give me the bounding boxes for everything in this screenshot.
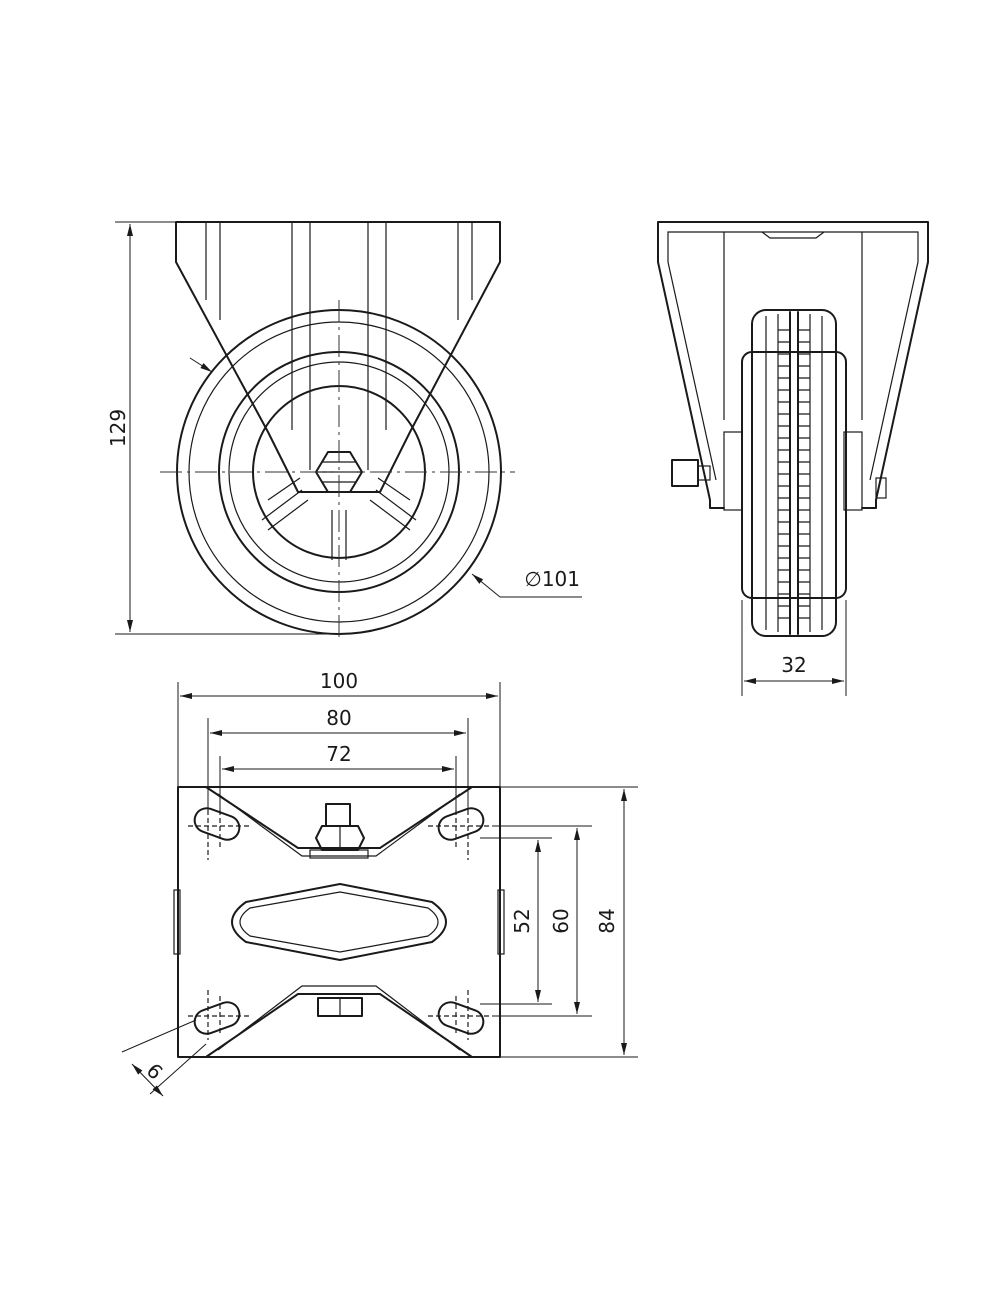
hole-top-left	[193, 807, 241, 841]
fork-center-ribs	[309, 222, 369, 470]
hole-bottom-left	[193, 1001, 241, 1035]
side-wheel-tire	[751, 309, 837, 637]
side-wheel-hub	[741, 351, 847, 599]
fork-bend-top	[205, 786, 473, 849]
hole-spacing-v-outer-label: 60	[549, 908, 573, 933]
wheel-width-label: 32	[781, 653, 806, 677]
plate-width-label: 100	[320, 669, 358, 693]
side-view	[657, 221, 929, 637]
plate-bolt-end	[325, 803, 351, 827]
fork-fold-lines	[205, 222, 473, 300]
side-bolt-head	[671, 459, 699, 487]
hole-bottom-right	[437, 1001, 485, 1035]
plate-length-label: 84	[595, 908, 619, 933]
dim-hole-spacing-outer: 80	[207, 706, 469, 810]
dim-hole-spacing-v-outer: 60	[492, 825, 592, 1017]
side-spacer-right	[843, 431, 863, 511]
spokes	[261, 477, 417, 560]
side-nut	[875, 477, 887, 499]
hole-spacing-inner-label: 72	[326, 742, 351, 766]
side-spacer-left	[723, 431, 743, 511]
dim-hole-spacing-v-inner: 52	[480, 837, 552, 1005]
center-slot	[231, 883, 447, 961]
fork-bend-bottom	[205, 993, 473, 1058]
height-label: 129	[106, 409, 130, 447]
hole-size-label: 9	[142, 1058, 168, 1084]
side-tread-left	[778, 329, 790, 619]
leader-arrow-left	[189, 357, 213, 373]
plate-view	[173, 786, 505, 1058]
dim-hole-spacing-inner: 72	[219, 742, 457, 810]
front-view	[160, 221, 515, 640]
side-top-plate	[657, 221, 929, 263]
hole-spacing-outer-label: 80	[326, 706, 351, 730]
side-tread-right	[798, 329, 810, 619]
side-fork-leg-left	[657, 261, 725, 509]
hole-spacing-v-inner-label: 52	[510, 908, 534, 933]
dim-plate-length: 84	[500, 786, 638, 1058]
dim-plate-width: 100	[177, 669, 501, 787]
dim-height: 129	[106, 221, 339, 635]
mounting-holes	[193, 807, 485, 1035]
fork-body	[175, 221, 501, 493]
dim-diameter: ∅101	[471, 567, 582, 598]
dim-wheel-width: 32	[741, 600, 847, 696]
top-plate-outline	[177, 786, 501, 1058]
hole-top-right	[437, 807, 485, 841]
diameter-label: ∅101	[524, 567, 580, 591]
side-fork-leg-right	[861, 261, 929, 509]
